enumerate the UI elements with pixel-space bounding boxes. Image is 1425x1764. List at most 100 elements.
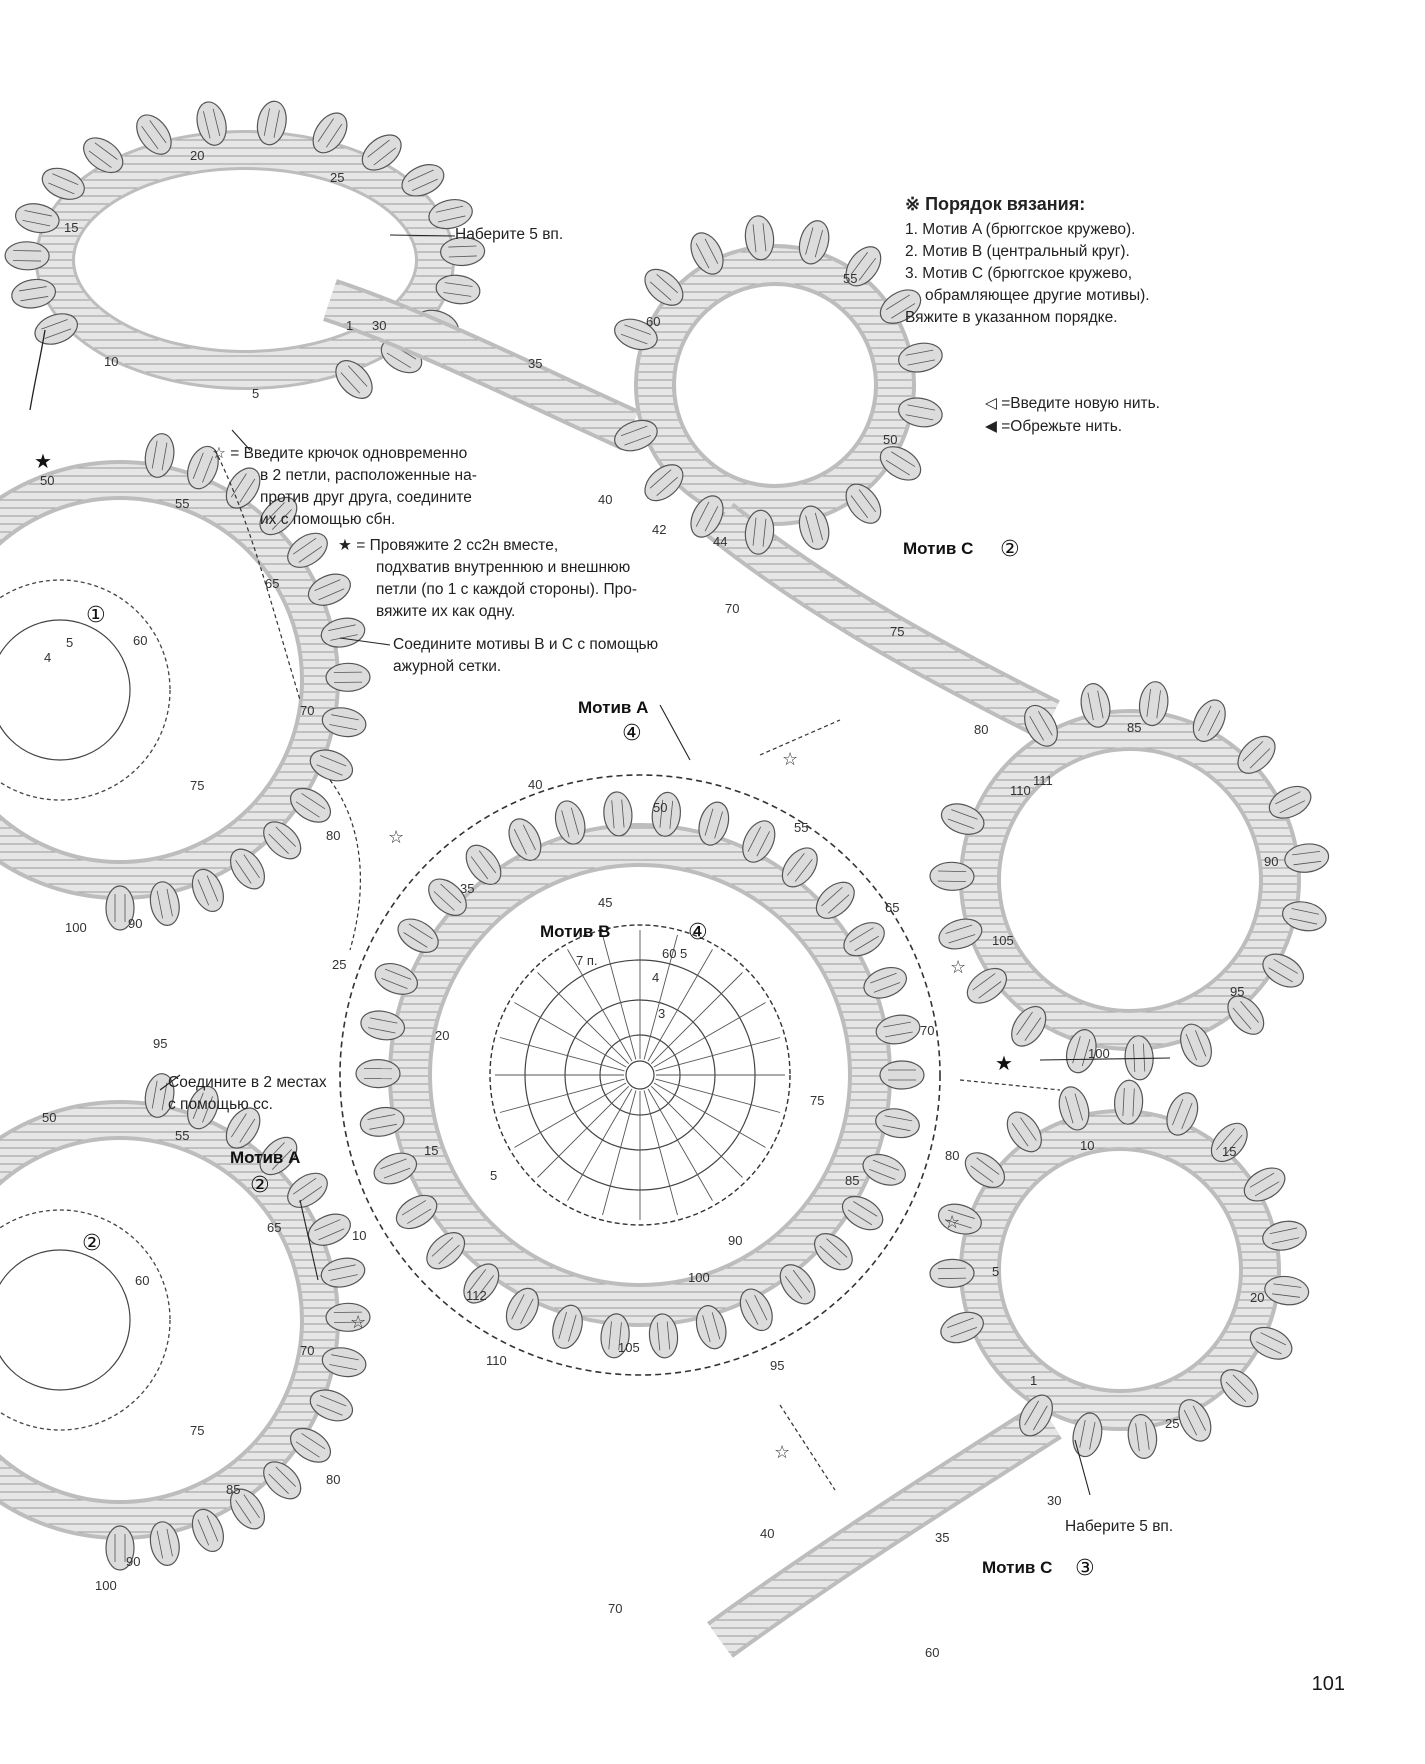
label-motif-c2: Мотив C: [903, 539, 973, 558]
stitch-number: 15: [64, 220, 78, 235]
label-left-circle-2: ②: [82, 1231, 102, 1256]
label-motif-c3-num: ③: [1075, 1556, 1095, 1581]
stitch-number: 70: [300, 1343, 314, 1358]
stitch-number: 20: [435, 1028, 449, 1043]
motif-b-ray: [655, 1078, 781, 1113]
solid-star-line-3: петли (по 1 с каждой стороны). Про-: [376, 581, 638, 598]
motif-b-ray: [602, 934, 637, 1060]
cut-thread-icon: ◀: [985, 417, 997, 435]
stitch-number: 4: [652, 970, 659, 985]
connect-bc-line-1: Соедините мотивы B и C с помощью: [393, 636, 659, 653]
stitch-number: 50: [42, 1110, 56, 1125]
new-thread-text: =Введите новую нить.: [1001, 395, 1160, 412]
stitch-number: 5: [252, 386, 259, 401]
motif-b-ray: [537, 972, 630, 1065]
stitch-number: 4: [44, 650, 51, 665]
stitch-number: 85: [845, 1173, 859, 1188]
stitch-number: 55: [843, 271, 857, 286]
motif-a4: [339, 774, 941, 1376]
stitch-number: 75: [890, 624, 904, 639]
petal-stitch: [879, 1060, 925, 1090]
stitch-number: 75: [190, 778, 204, 793]
cut-thread-text: =Обрежьте нить.: [1001, 418, 1123, 435]
petal-stitch: [929, 1258, 975, 1289]
connect-bc-line-2: ажурной сетки.: [393, 658, 502, 675]
stitch-number: 60: [662, 946, 676, 961]
stitch-number: 40: [528, 777, 542, 792]
join-two-line-2: с помощью сс.: [168, 1096, 273, 1113]
order-item-1: 1. Мотив A (брюггское кружево).: [905, 221, 1136, 238]
stitch-number: 50: [883, 432, 897, 447]
stitch-number: 85: [226, 1482, 240, 1497]
stitch-number: 65: [885, 900, 899, 915]
hollow-star-icon: ☆: [350, 1312, 366, 1333]
motif-b-ray: [514, 1002, 627, 1068]
motif-b-ray: [602, 1090, 637, 1216]
hollow-star-line-2: в 2 петли, расположенные на-: [260, 467, 477, 484]
motif-b-ray: [650, 972, 743, 1065]
hollow-star-icon: ☆: [950, 957, 966, 978]
stitch-number: 50: [653, 800, 667, 815]
stitch-number: 70: [920, 1023, 934, 1038]
stitch-number: 65: [265, 576, 279, 591]
motif-b-ray: [567, 949, 633, 1062]
stitch-number: 90: [728, 1233, 742, 1248]
stitch-number: 70: [300, 703, 314, 718]
label-motif-b4-num: ④: [688, 920, 708, 945]
solid-star-icon: ★: [995, 1051, 1013, 1075]
stitch-number: 90: [128, 916, 142, 931]
label-motif-c2-num: ②: [1000, 537, 1020, 562]
solid-star-line-4: вяжите их как одну.: [376, 603, 516, 620]
hollow-star-icon: ☆: [212, 444, 226, 462]
stitch-number: 30: [1047, 1493, 1061, 1508]
stitch-number: 65: [267, 1220, 281, 1235]
petal-stitch: [355, 1058, 401, 1089]
motif-b-ray: [653, 1082, 766, 1148]
motif-b-ray: [650, 1085, 743, 1178]
motif-labels: Мотив C ② Мотив A ④ Мотив B ④ Мотив A ② …: [82, 537, 1095, 1581]
motif-c-top: [4, 98, 640, 451]
order-item-4: Вяжите в указанном порядке.: [905, 309, 1118, 326]
motif-c3: [707, 1078, 1311, 1658]
stitch-number: 5: [66, 635, 73, 650]
motif-b-ray: [643, 934, 678, 1060]
stitch-number: 15: [1222, 1144, 1236, 1159]
label-motif-a2-num: ②: [250, 1173, 270, 1198]
stitch-number: 80: [326, 828, 340, 843]
stitch-number: 105: [618, 1340, 640, 1355]
motif-b-ray: [499, 1037, 625, 1072]
hollow-star-line-3: против друг друга, соедините: [260, 489, 472, 506]
knitting-order: ※ Порядок вязания: 1. Мотив A (брюггское…: [905, 193, 1235, 329]
stitch-number: 10: [352, 1228, 366, 1243]
motif-b-ray: [537, 1085, 630, 1178]
label-seven-ch: 7 п.: [576, 953, 598, 968]
stitch-number: 80: [974, 722, 988, 737]
stitch-number: 95: [770, 1358, 784, 1373]
stitch-number: 45: [598, 895, 612, 910]
connect-bc-note: Соедините мотивы B и C с помощью ажурной…: [393, 634, 713, 678]
hollow-star-icon: ☆: [944, 1212, 960, 1233]
stitch-number: 30: [372, 318, 386, 333]
solid-star-icon: ★: [338, 536, 352, 554]
new-thread-icon: ◁: [985, 394, 997, 412]
legend: ◁ =Введите новую нить. ◀ =Обрежьте нить.: [985, 392, 1160, 438]
stitch-number: 100: [1088, 1046, 1110, 1061]
stitch-number: 55: [794, 820, 808, 835]
solid-star-icon: ★: [34, 449, 52, 473]
stitch-number: 25: [332, 957, 346, 972]
stitch-number: 20: [190, 148, 204, 163]
motif-a-left-1: [0, 430, 371, 931]
stitch-number: 90: [1264, 854, 1278, 869]
order-item-3: 3. Мотив C (брюггское кружево,: [905, 265, 1133, 282]
stitch-number: 40: [760, 1526, 774, 1541]
solid-star-note: ★ = Провяжите 2 сс2н вместе, подхватив в…: [338, 534, 698, 623]
solid-star-line-2: подхватив внутреннюю и внешнюю: [376, 559, 631, 576]
stitch-number: 35: [935, 1530, 949, 1545]
stitch-number: 5: [680, 946, 687, 961]
stitch-number: 100: [65, 920, 87, 935]
stitch-number: 80: [326, 1472, 340, 1487]
connector-lines: [214, 449, 1061, 1491]
stitch-number: 75: [810, 1093, 824, 1108]
stitch-number: 70: [608, 1601, 622, 1616]
